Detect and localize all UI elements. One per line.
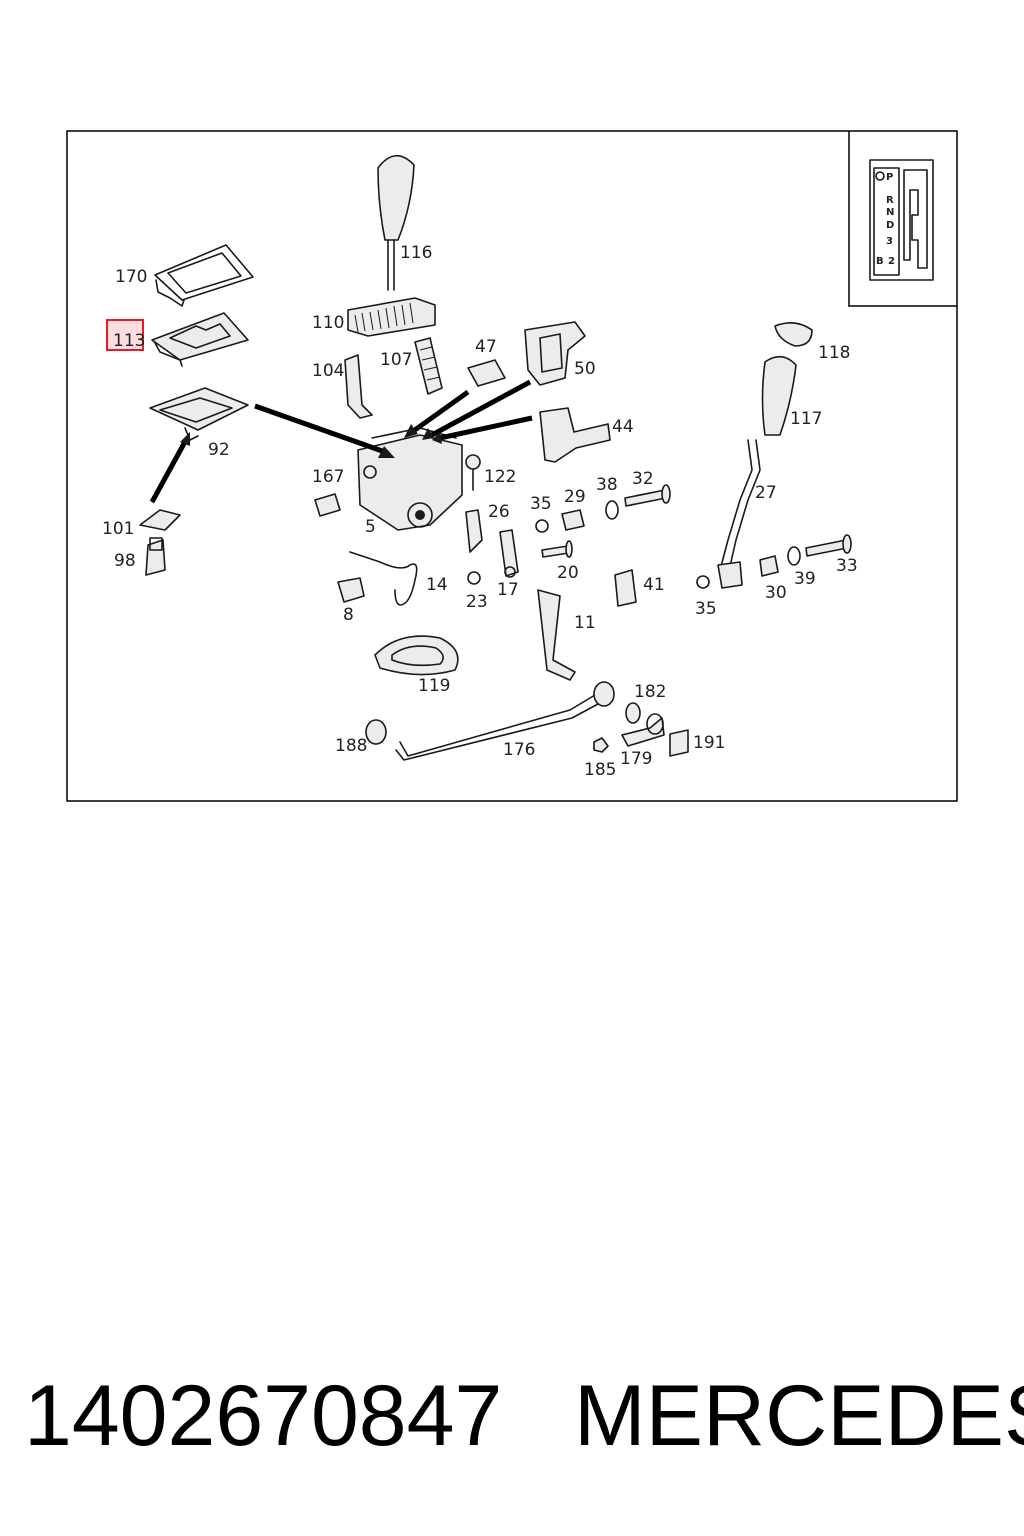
callout-98: 98 [114, 551, 136, 571]
part-191-clip [669, 729, 689, 757]
part-38-washer [605, 500, 619, 520]
part-119-boot [374, 635, 459, 676]
callout-17: 17 [497, 580, 519, 600]
callout-26: 26 [488, 502, 510, 522]
callout-29: 29 [564, 487, 586, 507]
callout-170: 170 [115, 267, 147, 287]
callout-110: 110 [312, 313, 344, 333]
part-32-bolt [624, 484, 671, 507]
callout-23: 23 [466, 592, 488, 612]
part-50-bracket [524, 321, 586, 386]
part-27-lever [717, 439, 761, 589]
callout-labels: 170 113 92 101 98 116 110 104 107 47 50 … [102, 243, 858, 780]
part-11-lever [537, 589, 576, 681]
gate-label-r: R [886, 195, 894, 206]
part-104-strip [344, 354, 373, 419]
part-107-strip [414, 337, 443, 395]
part-167-sensor [314, 493, 341, 517]
part-179-joint [621, 713, 665, 747]
callout-35b: 35 [695, 599, 717, 619]
part-29-bushing [561, 509, 585, 531]
callout-32: 32 [632, 469, 654, 489]
part-170-bezel [154, 244, 254, 307]
callout-182: 182 [634, 682, 666, 702]
callout-35: 35 [530, 494, 552, 514]
brand-name: MERCEDES [574, 1368, 1024, 1464]
part-14-cable [349, 551, 418, 606]
callout-30: 30 [765, 583, 787, 603]
part-117-knob [761, 355, 797, 436]
leader-arrows [149, 379, 533, 504]
part-110-cover [347, 297, 436, 337]
callout-39: 39 [794, 569, 816, 589]
gate-inset: P R N D 3 B 2 [848, 131, 957, 307]
part-182-bushing [625, 702, 641, 724]
part-188-grommet [365, 719, 387, 745]
part-113-cover [151, 312, 249, 367]
callout-47: 47 [475, 337, 497, 357]
part-8-bracket [337, 577, 365, 603]
callout-14: 14 [426, 575, 448, 595]
part-39-washer [787, 546, 801, 566]
callout-176: 176 [503, 740, 535, 760]
callout-33: 33 [836, 556, 858, 576]
callout-107: 107 [380, 350, 412, 370]
callout-27: 27 [755, 483, 777, 503]
callout-20: 20 [557, 563, 579, 583]
callout-117: 117 [790, 409, 822, 429]
callout-119: 119 [418, 676, 450, 696]
callout-116: 116 [400, 243, 432, 263]
callout-179: 179 [620, 749, 652, 769]
part-118-cap [774, 322, 813, 347]
callout-122: 122 [484, 467, 516, 487]
gate-label-d: D [886, 220, 894, 231]
parts-diagram: P R N D 3 B 2 [66, 130, 958, 802]
callout-44: 44 [612, 417, 634, 437]
part-20-pin [541, 540, 573, 558]
diagram-frame [66, 130, 958, 802]
callout-8: 8 [343, 605, 354, 625]
gate-label-b: B [876, 256, 884, 267]
part-176-rod [395, 681, 615, 761]
callout-5: 5 [365, 517, 376, 537]
gate-label-3: 3 [886, 236, 893, 247]
callout-92: 92 [208, 440, 230, 460]
part-23-ring [467, 571, 481, 585]
gate-label-2: 2 [888, 256, 895, 267]
part-17-link [499, 529, 519, 578]
part-185-nut [593, 737, 609, 753]
callout-167: 167 [312, 467, 344, 487]
gate-label-p: P [886, 172, 893, 183]
callout-104: 104 [312, 361, 344, 381]
part-101-clip [139, 509, 181, 531]
part-35-clip-b [696, 575, 710, 589]
part-35-clip-a [535, 519, 549, 533]
callout-11: 11 [574, 613, 596, 633]
callout-113: 113 [113, 331, 145, 351]
part-116-knob [377, 154, 415, 291]
callout-185: 185 [584, 760, 616, 780]
part-26-link [465, 509, 483, 553]
callout-101: 101 [102, 519, 134, 539]
part-44-solenoid [539, 407, 611, 463]
callout-118: 118 [818, 343, 850, 363]
part-92-plate [149, 387, 249, 441]
part-5-housing [357, 427, 463, 531]
highlight-box-113 [106, 319, 144, 351]
part-98-clip [145, 537, 166, 576]
part-41-bracket [614, 569, 637, 607]
callout-188: 188 [335, 736, 367, 756]
part-number: 1402670847 [24, 1368, 503, 1464]
callout-38: 38 [596, 475, 618, 495]
part-30-bracket [759, 555, 779, 577]
callout-50: 50 [574, 359, 596, 379]
callout-41: 41 [643, 575, 665, 595]
part-33-bolt [805, 534, 852, 557]
callout-191: 191 [693, 733, 725, 753]
part-122-bolt [465, 454, 481, 491]
footer: 1402670847 MERCEDES [0, 1366, 1024, 1466]
gate-label-n: N [886, 207, 894, 218]
part-47-switch [467, 359, 506, 387]
